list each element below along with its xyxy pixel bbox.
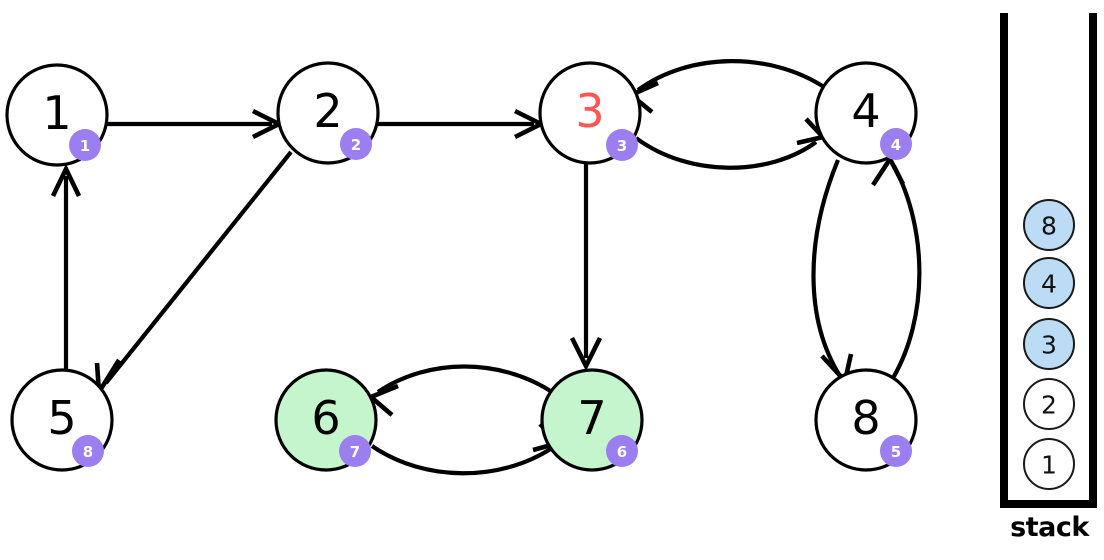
node-5-label: 5 [47,391,76,445]
node-5-badge-label: 8 [83,443,93,461]
graph-node-2[interactable]: 2 2 [276,61,380,165]
stack-item[interactable]: 4 [1023,257,1075,309]
edge-1-to-2 [107,108,285,140]
stack-item-label: 1 [1041,451,1057,480]
stack-panel: 8 4 3 2 1 [1000,13,1097,508]
node-4-badge-circle [880,128,912,160]
graph-node-5[interactable]: 5 8 [10,368,114,472]
stack-item-label: 2 [1041,391,1057,420]
edge-layer [50,59,922,476]
node-2-label: 2 [313,84,342,138]
edge-2-to-3 [378,108,547,140]
node-6-badge-circle [339,435,371,467]
graph-node-6[interactable]: 6 7 [274,368,378,472]
edge-6-to-7 [370,422,564,476]
node-3-badge-label: 3 [617,137,627,155]
node-4-label: 4 [851,84,880,138]
edge-3-to-7 [569,163,603,372]
graph-node-3[interactable]: 3 3 [538,61,642,165]
node-2-badge-label: 2 [351,136,361,154]
node-2-badge-circle [340,128,372,160]
node-7-badge-label: 6 [617,443,627,461]
stack-item-circle [1023,318,1075,370]
stack-item-label: 4 [1041,270,1057,299]
stack-item-circle [1023,257,1075,309]
stack-item[interactable]: 1 [1023,438,1075,490]
stack-container-outline [1000,13,1097,508]
edge-8-to-4 [871,154,922,380]
stack-item[interactable]: 8 [1023,199,1075,251]
node-6-badge-label: 7 [350,443,360,461]
stack-item[interactable]: 3 [1023,318,1075,370]
node-1-badge-label: 1 [80,137,90,155]
node-1-label: 1 [42,86,71,140]
stack-item-circle [1023,438,1075,490]
node-7-label: 7 [577,391,606,445]
node-6-label: 6 [311,391,340,445]
stack-item-circle [1023,378,1075,430]
stack-caption: stack [1010,512,1089,543]
node-8-badge-label: 5 [891,443,901,461]
graph-node-7[interactable]: 7 6 [540,368,644,472]
edge-5-to-1 [50,163,82,370]
node-3-badge-circle [606,129,638,161]
node-4-badge-label: 4 [891,136,901,154]
stack-item-label: 8 [1041,212,1057,241]
node-layer: 1 1 2 2 3 3 4 4 [5,61,918,472]
edge-3-to-4 [634,117,828,170]
graph-node-1[interactable]: 1 1 [5,63,109,167]
edge-7-to-6 [366,364,554,417]
node-8-badge-circle [880,435,912,467]
edge-4-to-3 [626,59,826,114]
stack-item-label: 3 [1041,331,1057,360]
node-1-badge-circle [69,129,101,161]
graph-node-8[interactable]: 8 5 [814,368,918,472]
node-8-label: 8 [851,391,880,445]
node-5-badge-circle [72,435,104,467]
graph-node-4[interactable]: 4 4 [814,61,918,165]
stack-item[interactable]: 2 [1023,378,1075,430]
edge-2-to-5 [94,150,293,400]
node-3-label: 3 [575,84,604,138]
stack-item-circle [1023,199,1075,251]
edge-4-to-8 [811,159,854,386]
node-7-badge-circle [606,435,638,467]
